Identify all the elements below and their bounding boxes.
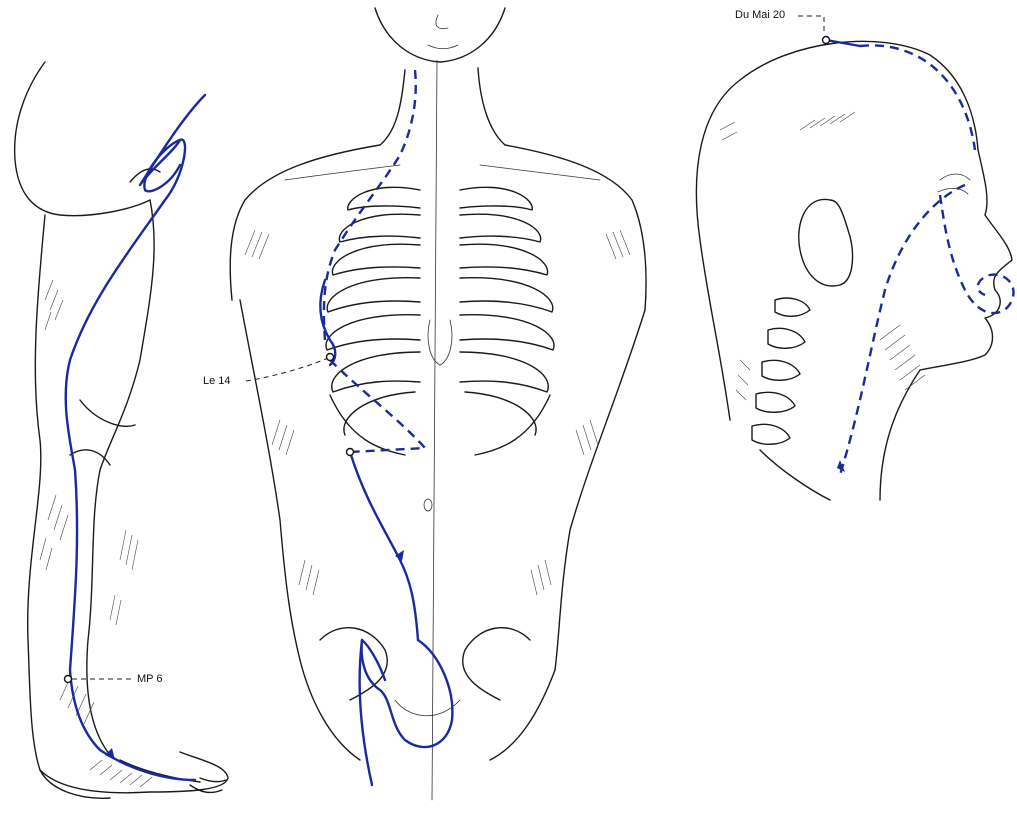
clavicle-left	[285, 165, 400, 180]
skull-outline	[696, 80, 740, 420]
le-14-point	[327, 354, 334, 361]
torso-right-side	[555, 310, 645, 670]
du-mai-20-leader	[798, 16, 824, 34]
ribcage-right	[460, 187, 554, 435]
pelvis-outline	[300, 660, 555, 760]
jaw-neck	[760, 370, 920, 500]
meridian-groin-line	[360, 640, 372, 785]
neck-right	[478, 68, 505, 145]
cervical-spine	[752, 298, 810, 444]
sternum	[428, 320, 452, 365]
meridian-crown-dashed	[860, 45, 975, 150]
nose-mouth	[428, 15, 458, 49]
neck-left	[380, 70, 405, 145]
ear	[799, 199, 853, 286]
torso-figure	[230, 8, 646, 800]
shoulder-left	[230, 145, 380, 300]
meridian-upper-abdomen-dashed	[330, 360, 425, 452]
head-chin	[375, 8, 505, 62]
leg-buttock-outline	[15, 62, 150, 216]
torso-left-side	[240, 300, 300, 660]
eye	[938, 174, 970, 194]
clavicle-right	[480, 165, 600, 180]
midline	[432, 60, 437, 800]
abdominal-point	[347, 449, 354, 456]
le-14-leader	[246, 358, 328, 381]
leg-figure	[15, 62, 228, 798]
navel	[424, 499, 432, 511]
iliac-right	[463, 628, 530, 700]
crown-outline	[740, 41, 978, 150]
meridian-neck-dashed	[324, 70, 416, 340]
costal-arch	[330, 395, 550, 455]
meridian-chest-solid	[320, 280, 335, 365]
meridian-abdomen-solid	[350, 452, 418, 640]
meridian-cheek-dashed	[940, 195, 1013, 313]
pubic-arch	[395, 700, 460, 716]
torso-shading	[245, 230, 630, 595]
face-profile	[920, 150, 1012, 370]
meridian-pelvic-loop	[362, 640, 453, 747]
leg-knee	[70, 400, 135, 465]
ribcage-left	[326, 187, 420, 435]
label-mp-6: MP 6	[137, 673, 162, 685]
leg-shading	[40, 280, 152, 787]
head-shading	[720, 112, 925, 400]
label-le-14: Le 14	[203, 375, 231, 387]
acupoint-markers	[65, 16, 830, 683]
mp-6-point	[65, 676, 72, 683]
leg-back-outline	[87, 200, 154, 755]
du-mai-20-point	[823, 37, 830, 44]
head-figure	[696, 41, 1012, 500]
label-du-mai-20: Du Mai 20	[735, 9, 785, 21]
leg-front-outline	[28, 215, 228, 793]
